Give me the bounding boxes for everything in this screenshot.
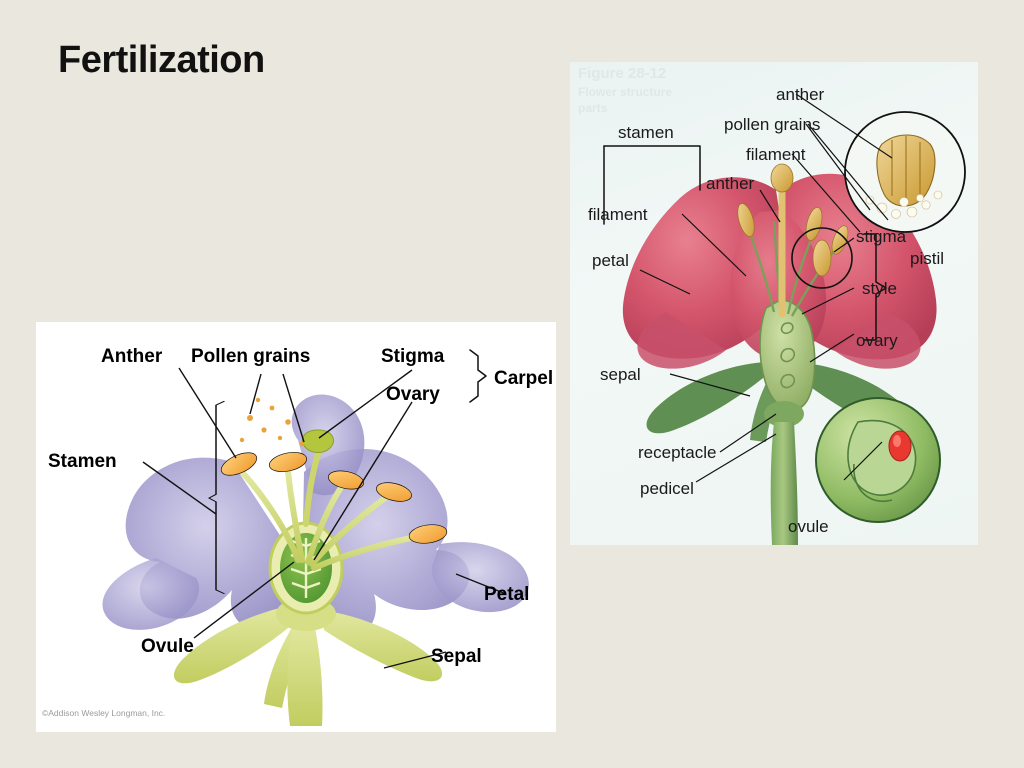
label-ovary: Ovary — [386, 384, 440, 405]
figure-credit: ©Addison Wesley Longman, Inc. — [42, 708, 165, 718]
faded-header-artifact: Figure 28-12 Flower structure parts — [578, 65, 672, 115]
label-ovule: ovule — [788, 517, 829, 536]
anther-pollen-inset — [844, 111, 966, 233]
ovule-inset — [815, 397, 941, 523]
flower-structure-figure-right: Figure 28-12 Flower structure parts — [570, 62, 978, 545]
carpel-style-stigma — [302, 429, 334, 527]
label-pollen-grains: Pollen grains — [191, 346, 310, 367]
right-diagram-svg: Figure 28-12 Flower structure parts — [578, 65, 966, 545]
carpel-bracket — [469, 349, 487, 403]
svg-text:Flower structure: Flower structure — [578, 85, 672, 99]
svg-text:parts: parts — [578, 101, 608, 115]
label-stamen: Stamen — [48, 451, 117, 472]
receptacle-and-ovary — [759, 299, 816, 427]
label-anther-left: anther — [706, 174, 755, 193]
sepal-and-stem-group — [173, 597, 443, 726]
page-title: Fertilization — [58, 39, 265, 81]
label-stigma: stigma — [856, 227, 907, 246]
stamen-group-right — [737, 163, 853, 318]
flower-anatomy-diagram-left: Anther Pollen grains Stigma Ovary Carpel… — [36, 322, 556, 732]
stamen-bracket-top — [603, 145, 701, 191]
label-anther-inset: anther — [776, 85, 825, 104]
stamen-group — [220, 452, 448, 571]
label-style: style — [862, 279, 897, 298]
label-filament-left: filament — [588, 205, 648, 224]
label-stamen: stamen — [618, 123, 674, 142]
label-petal: Petal — [484, 584, 529, 605]
label-sepal: Sepal — [431, 646, 482, 667]
label-ovule: Ovule — [141, 636, 194, 657]
svg-text:Figure 28-12: Figure 28-12 — [578, 65, 666, 82]
pistil-bracket — [863, 233, 887, 341]
label-anther: Anther — [101, 346, 163, 367]
stigma-detail-circle — [791, 227, 853, 289]
petal-cluster — [102, 394, 529, 638]
label-sepal: sepal — [600, 365, 641, 384]
leader-lines — [142, 367, 507, 669]
label-pedicel: pedicel — [640, 479, 694, 498]
label-pollen-grains: pollen grains — [724, 115, 820, 134]
pollen-grain-dots — [239, 397, 305, 447]
leader-lines-right — [639, 93, 893, 483]
label-petal: petal — [592, 251, 629, 270]
label-ovary: ovary — [856, 331, 898, 350]
stamen-bracket — [208, 400, 225, 595]
label-carpel: Carpel — [494, 368, 553, 389]
label-receptacle: receptacle — [638, 443, 716, 462]
label-stigma: Stigma — [381, 346, 445, 367]
label-pistil: pistil — [910, 249, 944, 268]
label-filament-inset: filament — [746, 145, 806, 164]
ovary-cross-section — [268, 521, 344, 615]
left-diagram-svg: Anther Pollen grains Stigma Ovary Carpel… — [42, 346, 553, 726]
pedicel-stem — [770, 422, 798, 545]
